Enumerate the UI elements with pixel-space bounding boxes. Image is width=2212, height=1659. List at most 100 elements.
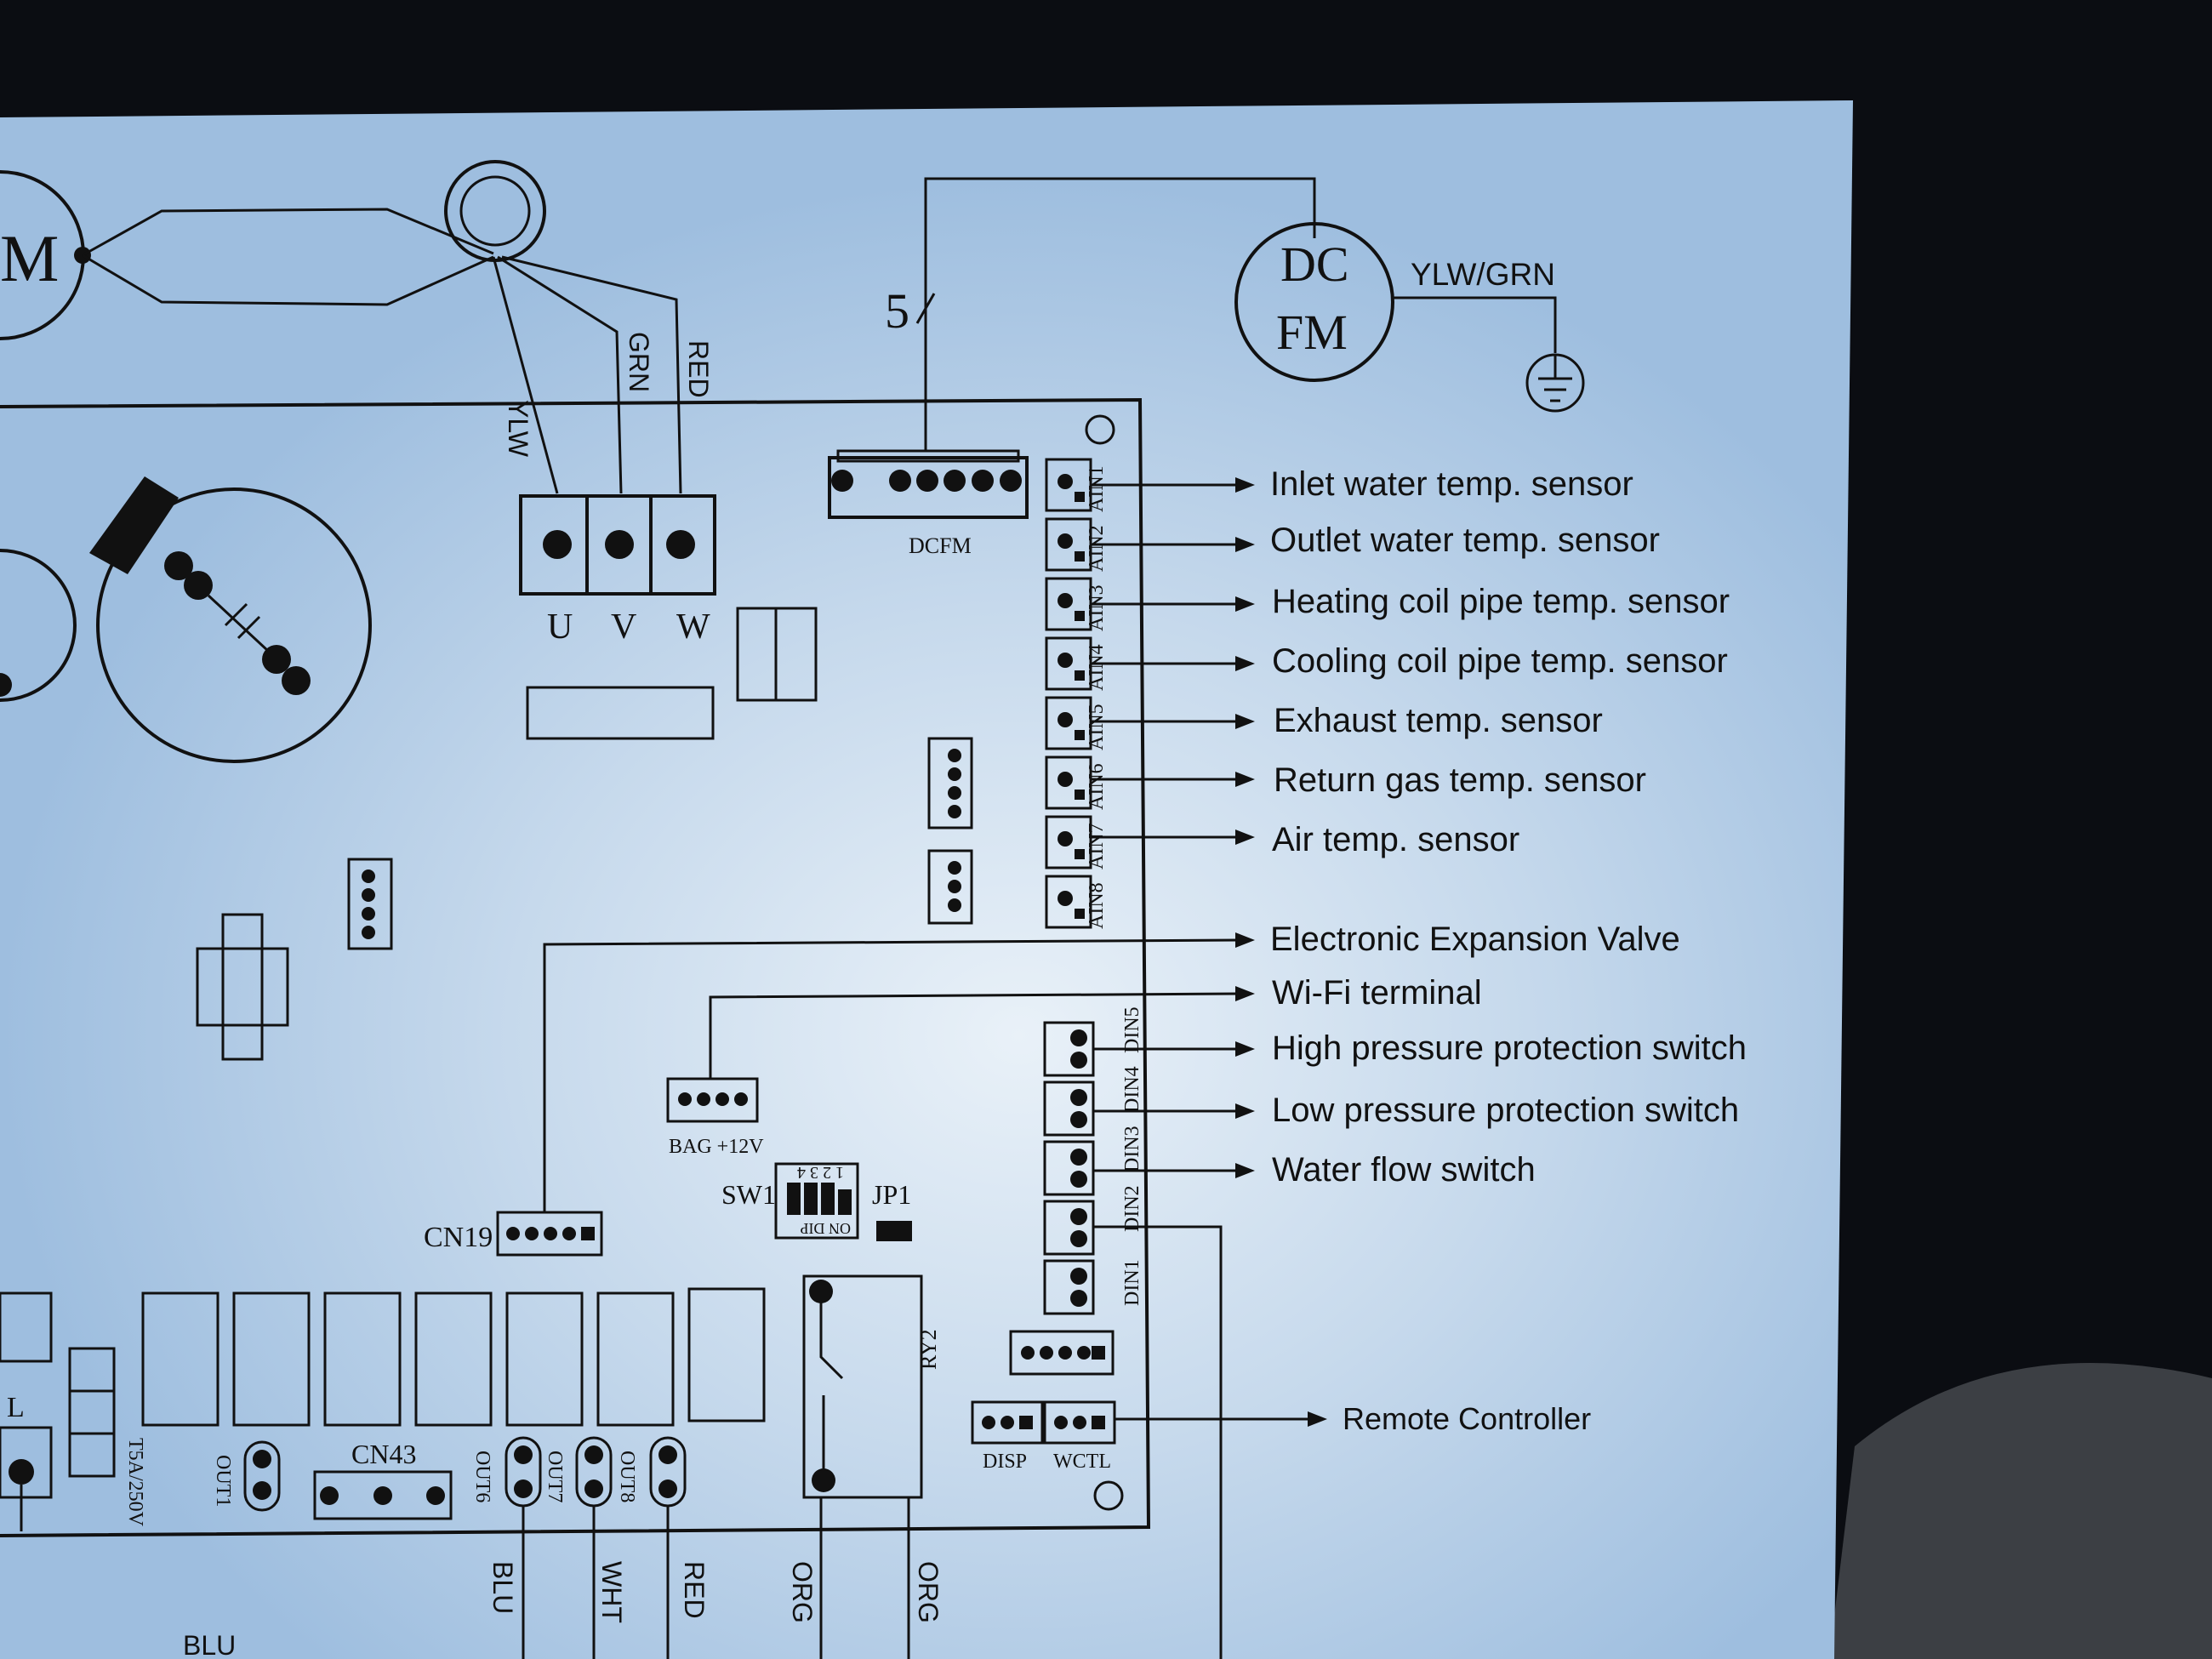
wire-label-org: ORG [787,1561,818,1623]
switch-label-high-pressure: High pressure protection switch [1272,1029,1747,1067]
wctl-label: WCTL [1053,1451,1111,1473]
compressor-label: M [0,221,59,295]
wire-label-blu: BLU [487,1561,518,1614]
din-label: DIN1 [1121,1259,1143,1306]
jp1-label: JP1 [872,1179,911,1210]
eev-label: Electronic Expansion Valve [1270,921,1680,958]
out8-terminal [649,1436,687,1508]
relay-row [0,1287,766,1478]
din-label: DIN4 [1121,1066,1143,1113]
dip-text: ON DIP [800,1220,851,1237]
wire-label-wht: WHT [596,1561,627,1623]
wire-label-red: RED [683,340,714,398]
remote-controller-label: Remote Controller [1343,1401,1591,1436]
ain-label: AIN1 [1086,465,1108,512]
ain-label: AIN4 [1086,644,1108,691]
ain-label: AIN2 [1086,525,1108,572]
dc-fan-motor [1234,222,1394,382]
switch-label-water-flow: Water flow switch [1272,1151,1536,1189]
ground-wire-label: YLW/GRN [1411,257,1555,292]
sw1-label: SW1 [721,1179,776,1210]
din-label: DIN2 [1121,1185,1143,1232]
connector-mid-3pin [927,849,973,925]
bag-connector [666,1077,759,1123]
wire-label-grn: GRN [624,332,654,392]
cn19-label: CN19 [424,1222,493,1253]
bottom-wires [0,1497,1149,1659]
eev-leader-line [543,938,1239,1212]
sensor-label-exhaust: Exhaust temp. sensor [1274,702,1603,739]
terminal-label-u: U [547,607,573,647]
out-label: OUT6 [471,1451,493,1502]
out-label: OUT1 [212,1455,234,1507]
wire-label-org: ORG [913,1561,944,1623]
switch-label-low-pressure: Low pressure protection switch [1272,1092,1739,1129]
fan-motor-label-fm: FM [1276,305,1348,360]
capacitor-right [89,476,372,763]
disp-label: DISP [983,1451,1027,1473]
wire-label-ylw: YLW [503,400,533,458]
switch-leader-lines [1093,1041,1255,1659]
ain-label: AIN8 [1086,882,1108,929]
ground-icon [1525,353,1585,413]
sensor-label-return-gas: Return gas temp. sensor [1274,761,1646,799]
capacitor-left [0,549,77,702]
ain-connectors [1045,458,1092,929]
wifi-leader-line [709,992,1239,1079]
jp1-jumper [876,1221,912,1241]
component-block [526,686,715,740]
ain-label: AIN3 [1086,584,1108,631]
uvw-terminal [519,494,716,596]
paper-sheet [0,100,1853,1659]
ry2-label: RY2 [916,1329,941,1370]
sensor-label-air: Air temp. sensor [1272,821,1519,858]
dip-switch [774,1162,859,1240]
dip-numbers: 1 2 3 4 [797,1163,844,1182]
cn43-connector [313,1470,453,1520]
cn19-connector [496,1211,603,1257]
wire-label-red: RED [679,1561,710,1619]
out-label: OUT8 [616,1451,638,1502]
out1-terminal [243,1440,281,1512]
connector-mid-4pin [927,737,973,830]
dcfm-wire-count: 5 [885,283,909,339]
out-label: OUT7 [544,1451,566,1502]
bag-label: BAG +12V [669,1136,764,1158]
fan-motor-label-dc: DC [1280,237,1349,292]
wctl-connector [1043,1400,1116,1445]
ry2-relay [802,1274,923,1499]
fuse-label: T5A/250V [124,1438,146,1527]
sensor-label-cooling: Cooling coil pipe temp. sensor [1272,642,1728,680]
connector-left-4pin [347,858,393,950]
wire-label-blu-bottom: BLU [183,1630,236,1659]
terminal-label-v: V [611,607,636,647]
sensor-leader-lines [1091,477,1255,845]
mounting-hole-bottom [1093,1480,1124,1511]
din-connectors [1043,1021,1095,1315]
ain-label: AIN7 [1086,823,1108,869]
l-label: L [7,1392,25,1423]
wifi-label: Wi-Fi terminal [1272,974,1482,1012]
out7-terminal [575,1436,613,1508]
disp-connector [971,1400,1044,1445]
dcfm-label: DCFM [909,533,972,558]
l-terminal [0,1426,53,1499]
out6-terminal [505,1436,542,1508]
connector-5pin [1009,1330,1115,1376]
terminal-label-w: W [676,607,710,647]
cn43-label: CN43 [351,1439,416,1469]
sensor-label-heating: Heating coil pipe temp. sensor [1272,583,1730,620]
sensor-label-inlet: Inlet water temp. sensor [1270,465,1633,503]
compressor-motor: M [0,160,682,494]
ain-label: AIN5 [1086,704,1108,750]
din-label: DIN5 [1121,1006,1143,1053]
dcfm-connector [828,449,1029,519]
mounting-hole-top [1085,414,1115,445]
din-label: DIN3 [1121,1126,1143,1172]
sensor-label-outlet: Outlet water temp. sensor [1270,522,1660,559]
dcfm-cable [924,177,1316,451]
ain-label: AIN6 [1086,763,1108,810]
transformer [196,913,289,1061]
